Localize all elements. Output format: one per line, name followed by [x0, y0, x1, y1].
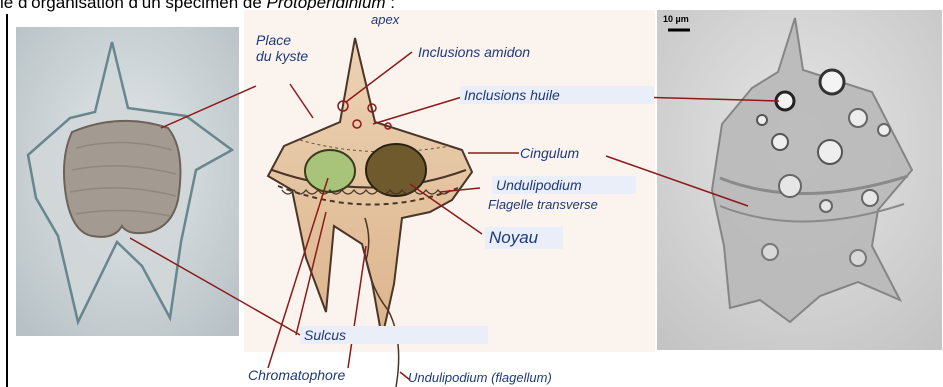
- label-cingulum: Cingulum: [520, 145, 579, 161]
- label-place-line2: du kyste: [256, 48, 308, 64]
- label-flagelle-transverse: Flagelle transverse: [488, 197, 598, 212]
- right-micrograph: [657, 10, 942, 350]
- label-place-du-kyste: Place du kyste: [256, 32, 308, 64]
- label-inclusions-huile: Inclusions huile: [460, 86, 654, 104]
- label-apex: apex: [371, 12, 399, 27]
- label-inclusions-amidon: Inclusions amidon: [418, 44, 530, 60]
- label-noyau: Noyau: [485, 227, 563, 249]
- label-undulipodium-flagellum: Undulipodium (flagellum): [408, 370, 552, 385]
- label-place-line1: Place: [256, 32, 308, 48]
- label-undulipodium: Undulipodium: [492, 176, 636, 194]
- label-chromatophore: Chromatophore: [248, 367, 345, 383]
- scale-bar-label: 10 µm: [663, 14, 689, 24]
- left-micrograph: [16, 27, 239, 336]
- label-sulcus: Sulcus: [300, 326, 488, 344]
